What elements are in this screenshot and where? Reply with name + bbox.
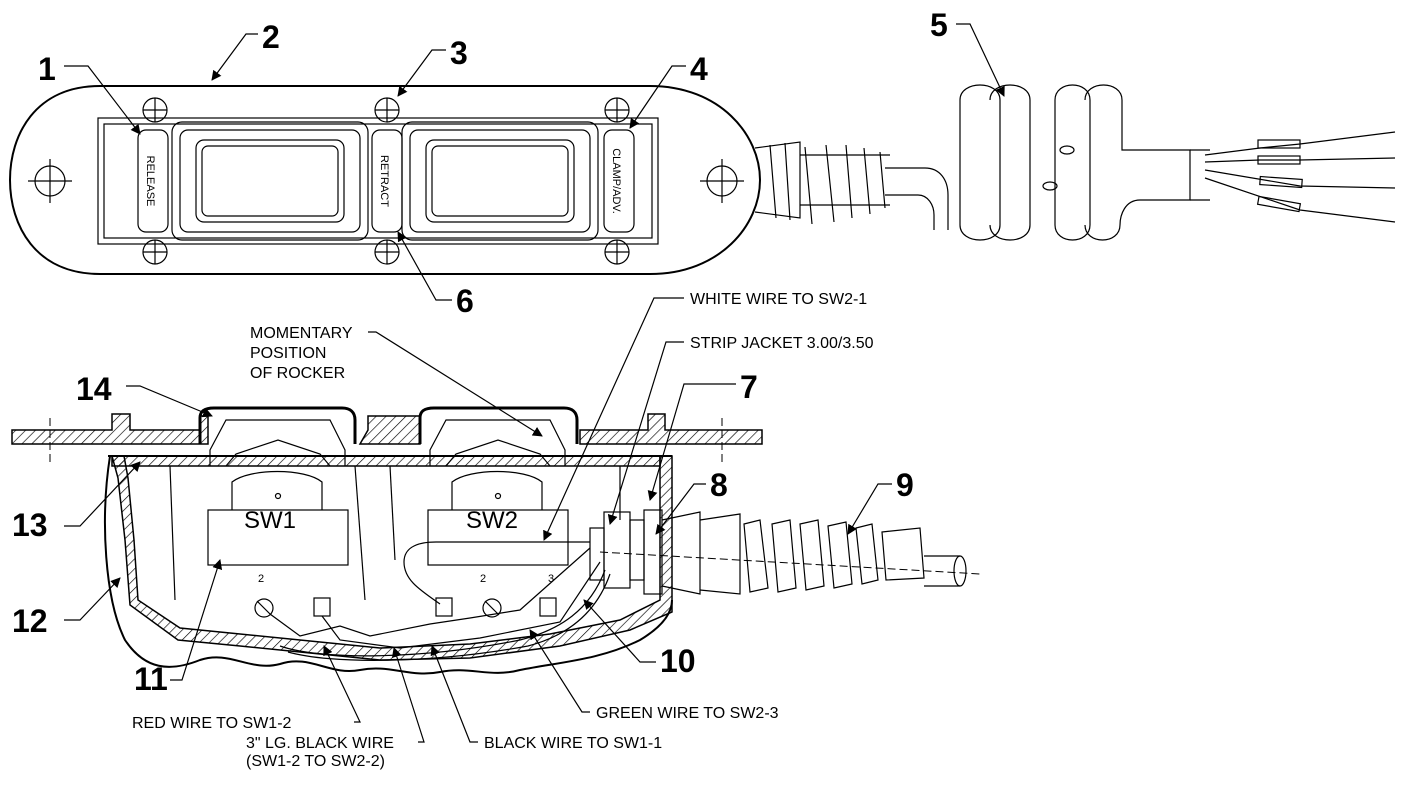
note-momentary-1: MOMENTARY xyxy=(250,325,353,342)
note-green-wire: GREEN WIRE TO SW2-3 xyxy=(596,705,779,722)
callout-7: 7 xyxy=(740,369,758,405)
note-black-wire: BLACK WIRE TO SW1-1 xyxy=(484,735,662,752)
sw2-terminal-2: 2 xyxy=(480,573,486,585)
note-momentary-3: OF ROCKER xyxy=(250,365,345,382)
note-white-wire: WHITE WIRE TO SW2-1 xyxy=(690,291,867,308)
callout-3: 3 xyxy=(450,35,468,71)
callout-10: 10 xyxy=(660,643,696,679)
callout-1: 1 xyxy=(38,51,56,87)
callout-6: 6 xyxy=(456,283,474,319)
screw-icons xyxy=(142,97,630,265)
notes: WHITE WIRE TO SW2-1 STRIP JACKET 3.00/3.… xyxy=(132,291,874,770)
sw2-terminal-3: 3 xyxy=(548,573,554,585)
retract-label: RETRACT xyxy=(378,155,390,207)
callout-12: 12 xyxy=(12,603,48,639)
section-view: SW1 2 SW2 2 3 xyxy=(11,406,981,675)
callouts: 1 2 3 4 5 6 7 8 9 10 11 12 13 xyxy=(12,7,1005,697)
callout-11: 11 xyxy=(134,661,168,697)
callout-8: 8 xyxy=(710,467,728,503)
callout-9: 9 xyxy=(896,467,914,503)
note-momentary-2: POSITION xyxy=(250,345,326,362)
sw1-label: SW1 xyxy=(244,507,296,534)
callout-5: 5 xyxy=(930,7,948,43)
top-view-cord xyxy=(754,84,1396,241)
note-black-3in-1: 3" LG. BLACK WIRE xyxy=(246,735,394,752)
callout-14: 14 xyxy=(76,371,112,407)
sw1-terminal-2: 2 xyxy=(258,573,264,585)
clamp-adv-label: CLAMP/ADV. xyxy=(610,148,622,214)
sw2-label: SW2 xyxy=(466,507,518,534)
note-strip-jacket: STRIP JACKET 3.00/3.50 xyxy=(690,335,874,352)
callout-13: 13 xyxy=(12,507,48,543)
note-black-3in-2: (SW1-2 TO SW2-2) xyxy=(246,753,385,770)
callout-2: 2 xyxy=(262,19,280,55)
note-red-wire: RED WIRE TO SW1-2 xyxy=(132,715,292,732)
top-view-housing: RELEASE RETRACT CLAMP/ADV. xyxy=(8,85,762,275)
release-label: RELEASE xyxy=(144,156,156,207)
callout-4: 4 xyxy=(690,51,708,87)
